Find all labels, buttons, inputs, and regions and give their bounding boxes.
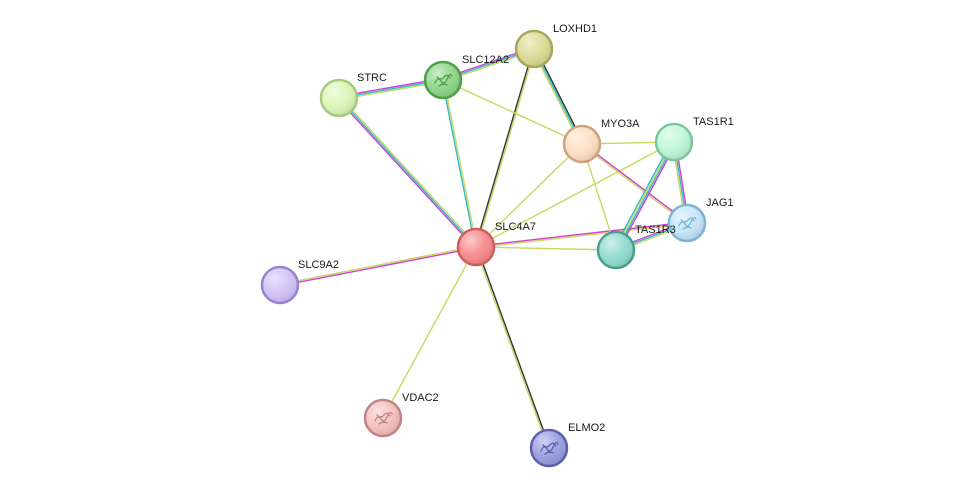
edge-slc4a7-elmo2[interactable] [474, 246, 551, 449]
node-label: JAG1 [706, 197, 734, 209]
edge-slc4a7-vdac2[interactable] [382, 246, 477, 419]
edge-strand [442, 79, 583, 145]
node-jag1[interactable]: JAG1 [667, 197, 734, 243]
protein-structure-icon [374, 411, 393, 425]
node-slc12a2[interactable]: SLC12A2 [423, 54, 509, 100]
edge-strand [475, 143, 583, 248]
edge-strand [382, 246, 477, 419]
node-tas1r3[interactable]: TAS1R3 [596, 224, 676, 270]
edge-strand [613, 140, 673, 250]
node-highlight [459, 230, 493, 264]
protein-structure-icon [678, 216, 697, 230]
node-label: TAS1R1 [693, 116, 734, 128]
edge-strand [581, 142, 689, 224]
protein-structure-icon [540, 441, 559, 455]
edge-strand [617, 142, 677, 252]
node-label: ELMO2 [568, 422, 605, 434]
node-highlight [599, 233, 633, 267]
edge-slc4a7-strc[interactable] [337, 96, 478, 249]
edge-strand [475, 246, 617, 251]
node-slc4a7[interactable]: SLC4A7 [456, 221, 536, 267]
edge-strand [337, 98, 476, 249]
edge-strand [474, 246, 549, 449]
node-highlight [532, 431, 566, 465]
edge-strand [476, 246, 551, 449]
node-highlight [657, 125, 691, 159]
node-highlight [517, 32, 551, 66]
edge-strand [443, 79, 478, 248]
edge-slc4a7-tas1r3[interactable] [475, 246, 617, 251]
edge-tas1r1-tas1r3[interactable] [613, 140, 677, 252]
edge-strand [616, 141, 676, 252]
protein-structure-icon [434, 73, 453, 87]
edge-strand [580, 143, 688, 225]
edge-strand [339, 96, 478, 247]
edge-strand [475, 141, 675, 248]
edge-strand [338, 97, 477, 248]
edge-strand [476, 48, 536, 248]
edge-slc4a7-myo3a[interactable] [475, 143, 583, 248]
node-label: STRC [357, 72, 387, 84]
node-elmo2[interactable]: ELMO2 [529, 422, 605, 468]
edge-strand [474, 48, 534, 248]
node-label: MYO3A [601, 118, 640, 130]
node-highlight [565, 127, 599, 161]
node-label: TAS1R3 [635, 224, 676, 236]
edge-slc4a7-slc9a2[interactable] [279, 245, 477, 287]
edge-myo3a-jag1[interactable] [580, 142, 689, 225]
node-label: LOXHD1 [553, 23, 597, 35]
node-highlight [322, 81, 356, 115]
node-label: VDAC2 [402, 392, 439, 404]
node-vdac2[interactable]: VDAC2 [363, 392, 439, 438]
node-label: SLC12A2 [462, 54, 509, 66]
edge-slc4a7-jag1[interactable] [475, 221, 688, 249]
node-highlight [426, 63, 460, 97]
edge-slc4a7-loxhd1[interactable] [474, 48, 536, 248]
node-myo3a[interactable]: MYO3A [562, 118, 640, 164]
edge-strand [279, 245, 477, 285]
node-label: SLC4A7 [495, 221, 536, 233]
node-label: SLC9A2 [298, 259, 339, 271]
node-highlight [366, 401, 400, 435]
node-strc[interactable]: STRC [319, 72, 387, 118]
edge-strand [475, 221, 688, 247]
edge-strand [614, 140, 674, 251]
node-highlight [670, 206, 704, 240]
node-highlight [263, 268, 297, 302]
edge-strand [475, 223, 688, 249]
node-tas1r1[interactable]: TAS1R1 [654, 116, 734, 162]
node-slc9a2[interactable]: SLC9A2 [260, 259, 339, 305]
edge-strand [441, 79, 476, 248]
edge-strand [279, 247, 477, 287]
edge-slc12a2-myo3a[interactable] [442, 79, 583, 145]
edge-slc4a7-tas1r1[interactable] [475, 141, 675, 248]
edge-slc4a7-slc12a2[interactable] [441, 79, 478, 248]
node-loxhd1[interactable]: LOXHD1 [514, 23, 597, 69]
